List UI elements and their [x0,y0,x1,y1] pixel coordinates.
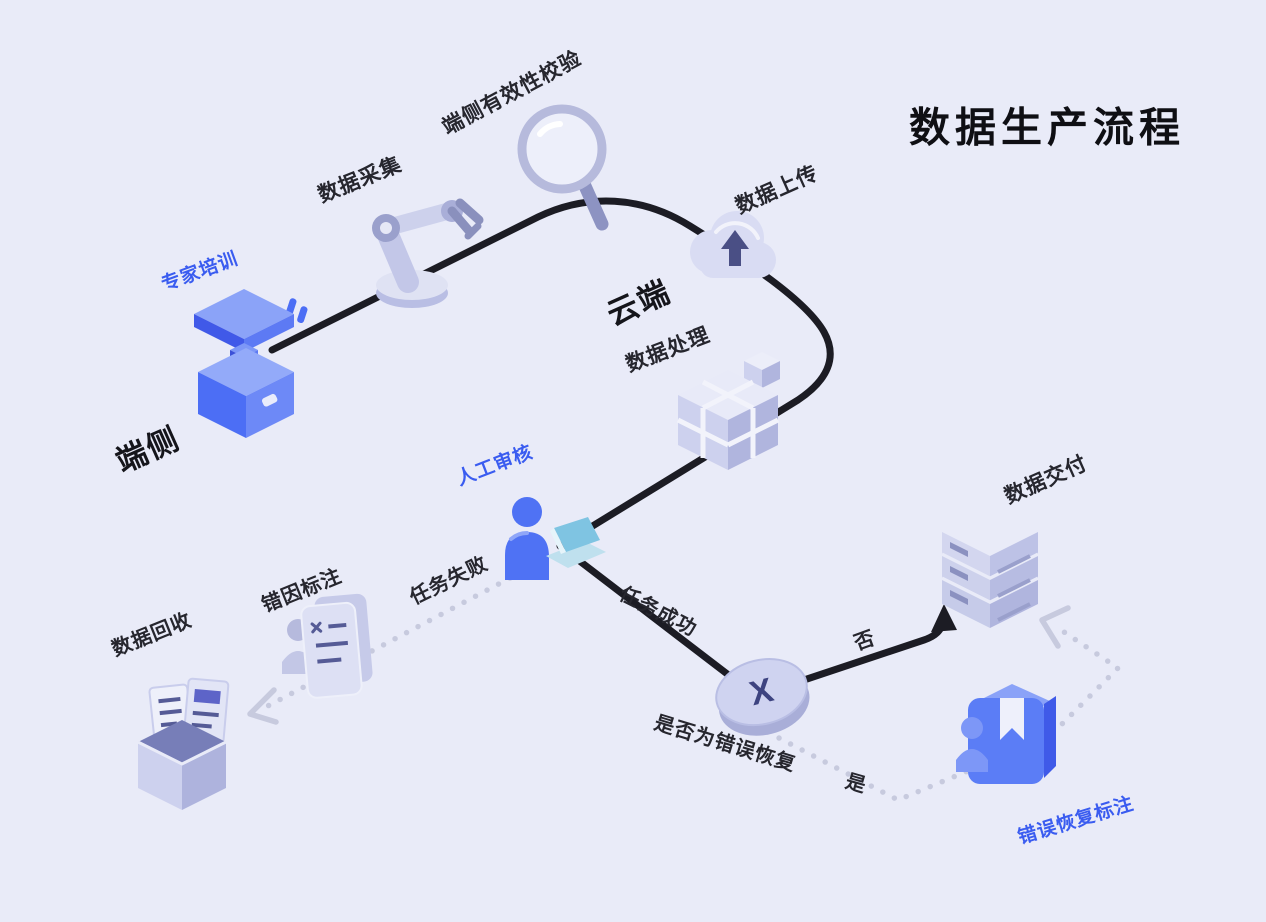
cloud-upload-icon [690,211,776,278]
delivery-arrow-icon [1039,605,1071,649]
decision-icon [715,658,810,736]
reviewer-icon [505,497,606,580]
recycle-arrow-icon [247,687,279,725]
recycle-box-icon [137,677,230,810]
press-machine-icon [194,289,308,438]
flow-line [268,197,947,700]
magnifier-icon [517,104,609,231]
yes-dotted-line [753,723,978,804]
data-cubes-icon [676,352,780,470]
robot-arm-icon [372,198,484,308]
recovery-dotted-line [1041,625,1123,745]
flow-arrowhead-icon [931,604,957,632]
fail-dotted-line [261,575,513,711]
recovery-book-icon [956,684,1056,784]
error-docs-icon [282,593,373,699]
page-title: 数据生产流程 [909,104,1185,151]
server-icon [941,508,1039,628]
